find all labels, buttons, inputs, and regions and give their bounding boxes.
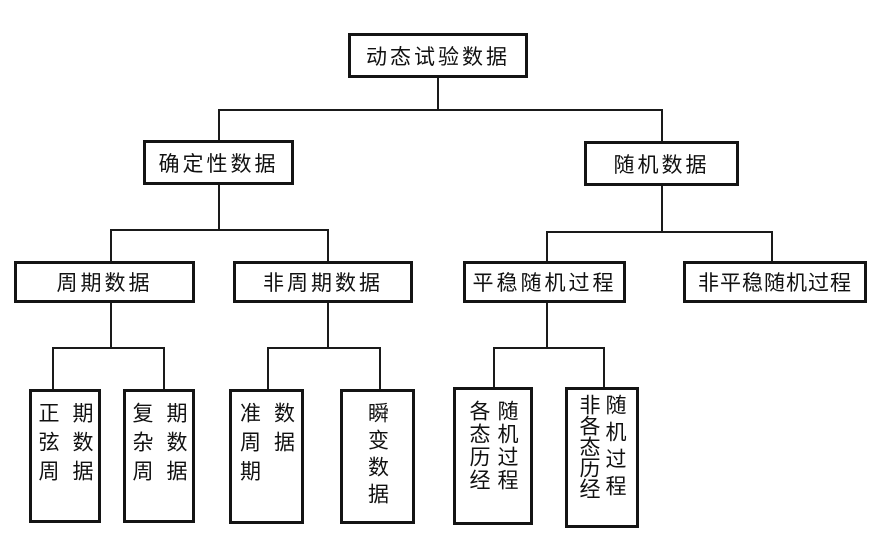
connector [771, 231, 773, 261]
node-periodic: 周期数据 [14, 261, 195, 303]
connector [327, 229, 329, 261]
connector [110, 302, 112, 348]
node-non-stationary: 非平稳随机过程 [683, 261, 867, 303]
node-label: 平稳随机过程 [472, 271, 617, 295]
connector [267, 347, 269, 389]
node-non-periodic: 非周期数据 [233, 261, 413, 303]
node-label: 瞬变数据 [365, 402, 390, 510]
connector [267, 347, 380, 349]
connector [546, 231, 772, 233]
connector [603, 347, 605, 389]
connector [218, 109, 220, 140]
connector [546, 302, 548, 348]
connector [661, 185, 663, 232]
node-quasi-periodic: 准周期 数据 [229, 389, 304, 524]
connector [110, 229, 112, 261]
connector [437, 77, 439, 110]
connector [218, 184, 220, 230]
node-label: 周期数据 [56, 271, 153, 295]
node-label: 随机过程 [603, 394, 627, 502]
node-label: 期数据 [164, 402, 188, 489]
connector [546, 231, 548, 261]
node-stationary: 平稳随机过程 [463, 261, 626, 303]
node-label: 非平稳随机过程 [698, 271, 852, 295]
connector [110, 229, 328, 231]
node-sinusoidal-periodic: 正弦周 期数据 [29, 389, 101, 523]
node-label: 非周期数据 [263, 271, 383, 295]
node-label: 确定性数据 [158, 151, 279, 176]
node-label: 动态试验数据 [366, 44, 510, 69]
node-label: 正弦周 [36, 402, 60, 489]
node-label: 随机过程 [495, 400, 519, 492]
node-label: 随机数据 [613, 152, 710, 177]
node-deterministic: 确定性数据 [143, 140, 294, 185]
connector [52, 347, 164, 349]
node-label: 数据 [271, 402, 296, 460]
connector [163, 347, 165, 389]
connector [52, 347, 54, 389]
connector [327, 302, 329, 348]
node-label: 非各态历经 [577, 394, 601, 499]
connector [493, 347, 604, 349]
node-ergodic: 各态历经 随机过程 [453, 387, 533, 525]
node-non-ergodic: 非各态历经 随机过程 [565, 387, 639, 528]
connector [493, 347, 495, 389]
connector [218, 109, 662, 111]
node-transient: 瞬变数据 [340, 389, 415, 524]
node-complex-periodic: 复杂周 期数据 [123, 389, 195, 523]
node-label: 复杂周 [130, 402, 154, 489]
connector [379, 347, 381, 389]
node-root: 动态试验数据 [348, 33, 528, 78]
connector [661, 109, 663, 141]
node-label: 各态历经 [467, 400, 491, 492]
node-label: 期数据 [70, 402, 94, 489]
node-label: 准周期 [237, 402, 262, 489]
node-random: 随机数据 [584, 141, 739, 186]
